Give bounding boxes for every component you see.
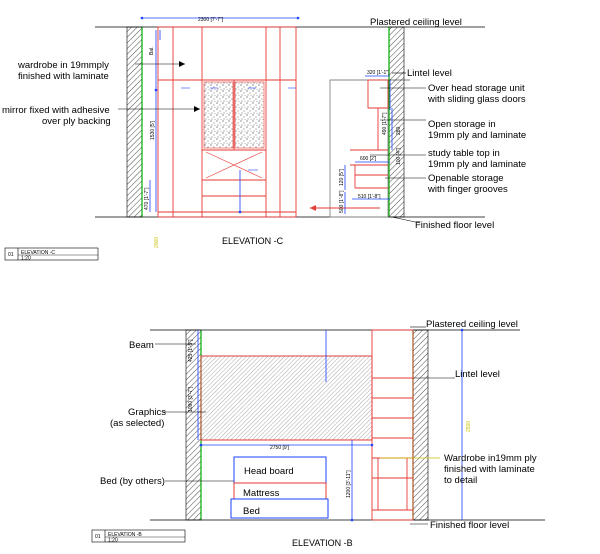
svg-text:01: 01	[8, 252, 14, 258]
label-wardrobe-line2: finished with laminate	[18, 71, 109, 82]
label-bed: Bed	[243, 506, 260, 517]
title-elevation-b: ELEVATION -B	[292, 538, 353, 548]
graphic-panel	[200, 355, 373, 441]
dim-120: 120 [5"]	[339, 168, 345, 186]
label-floor-b: Finished floor level	[430, 520, 509, 531]
svg-text:01: 01	[95, 534, 101, 540]
label-beam: Beam	[129, 340, 154, 351]
title-elevation-c: ELEVATION -C	[222, 236, 284, 246]
label-graphics-line2: (as selected)	[110, 418, 164, 429]
label-wardrobe-b-line2: finished with laminate	[444, 464, 535, 475]
label-study-line2: 19mm ply and laminate	[428, 159, 526, 170]
label-lintel-b: Lintel level	[455, 369, 500, 380]
dim-490: 490 [1'-7"]	[382, 112, 388, 135]
label-wardrobe-b-line3: to detail	[444, 475, 477, 486]
bed-box	[230, 498, 329, 519]
right-wall-c	[388, 26, 405, 218]
study-unit	[329, 79, 389, 218]
label-lintel-c: Lintel level	[407, 68, 452, 79]
label-study-line1: study table top in	[428, 148, 500, 159]
label-overhead-line1: Over head storage unit	[428, 83, 525, 94]
label-mirror-line1: mirror fixed with adhesive	[2, 105, 110, 116]
svg-text:ELEVATION -C: ELEVATION -C	[21, 250, 55, 256]
dim-low-c: 470 [1'-7"]	[144, 187, 150, 210]
label-open-line2: 19mm ply and laminate	[428, 130, 526, 141]
label-openable-line1: Openable storage	[428, 173, 504, 184]
label-mirror-line2: over ply backing	[42, 116, 111, 127]
label-graphics-line1: Graphics	[128, 407, 166, 418]
label-overhead-line2: with sliding glass doors	[427, 94, 526, 105]
dim-height-c: 1530 [5']	[150, 120, 156, 140]
svg-text:1:20: 1:20	[108, 538, 118, 544]
mirror-panel-right	[234, 81, 265, 149]
drawer-cross	[205, 151, 263, 179]
dim-graphic: 1090 [3'-7"]	[188, 386, 194, 412]
dim-510: 510 [1'-8"]	[358, 194, 381, 200]
dim-beam: 425 [1'-5"]	[188, 339, 194, 362]
elevation-c: 2300 [7'-7"] 1530 [5'] 470 [1'-7"] 320 […	[2, 16, 526, 262]
label-openable-line2: with finger grooves	[427, 184, 508, 195]
dim-bed-height: 1200 [3'-11"]	[346, 470, 352, 498]
svg-text:ELEVATION -B: ELEVATION -B	[108, 532, 142, 538]
elevation-b: 425 [1'-5"] 1090 [3'-7"] 2750 [9'] 1200 …	[91, 319, 545, 548]
dim-600: 600 [2']	[360, 156, 377, 162]
dim-width-c: 2300 [7'-7"]	[198, 17, 224, 23]
label-wardrobe-b-line1: Wardrobe in19mm ply	[444, 453, 537, 464]
label-floor-c: Finished floor level	[415, 220, 494, 231]
bal-label: Bal.	[149, 46, 155, 55]
label-wardrobe-line1: wardrobe in 19mmply	[17, 60, 109, 71]
dim-width-b: 2750 [9']	[270, 445, 290, 451]
label-bed-by-others: Bed (by others)	[100, 476, 165, 487]
label-open-line1: Open storage in	[428, 119, 496, 130]
stamp-c: 01 ELEVATION -C 1:20	[4, 247, 99, 262]
label-headboard: Head board	[244, 466, 294, 477]
left-wall-c	[126, 26, 143, 218]
dim-500: 500 [1'-8"]	[339, 190, 345, 213]
mirror-panel	[203, 81, 234, 149]
svg-text:1:20: 1:20	[21, 256, 31, 262]
yellow-dim-c: 2000	[154, 237, 160, 248]
stamp-b: 01 ELEVATION -B 1:20	[91, 529, 186, 544]
label-ceiling-b: Plastered ceiling level	[426, 319, 518, 330]
dim-320: 320 [1'-1"]	[367, 70, 390, 76]
dim-280: 280	[396, 126, 402, 135]
right-wall-b	[412, 329, 429, 521]
yellow-dim-b: 2500	[466, 421, 472, 432]
label-mattress: Mattress	[243, 488, 280, 499]
label-ceiling-c: Plastered ceiling level	[370, 17, 462, 28]
wardrobe-b	[371, 329, 414, 521]
dim-100: 100 [4"]	[396, 147, 402, 165]
wardrobe-c	[157, 26, 297, 218]
